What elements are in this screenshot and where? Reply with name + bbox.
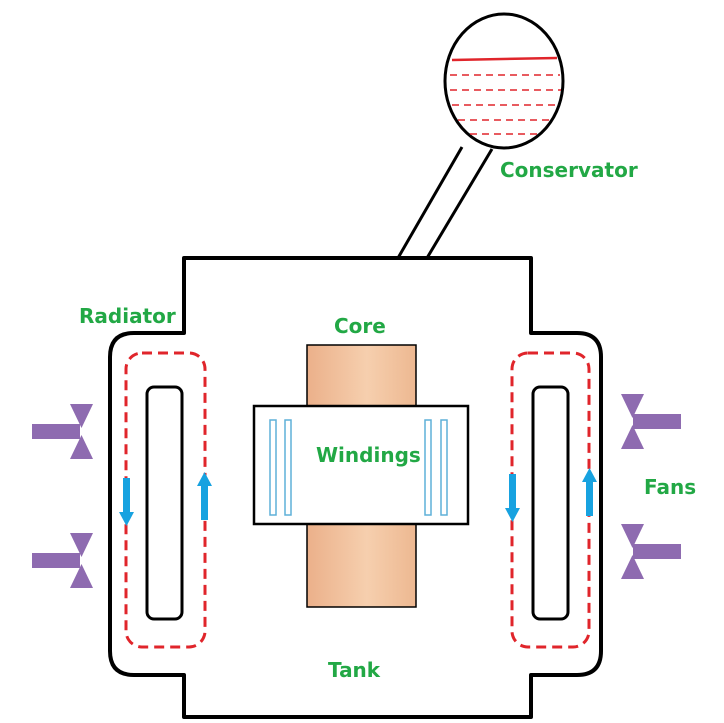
- fan-icon: [32, 533, 93, 588]
- down-arrow-icon: [505, 474, 520, 522]
- up-arrow-icon: [582, 468, 597, 516]
- conservator-pipe: [396, 146, 494, 259]
- radiator-slot-left: [145, 385, 184, 621]
- windings-label: Windings: [316, 443, 421, 467]
- tank-label: Tank: [328, 658, 381, 682]
- winding-stripes: [269, 419, 448, 516]
- fans-label: Fans: [644, 475, 697, 499]
- radiator-label: Radiator: [79, 304, 176, 328]
- down-arrow-icon: [119, 478, 134, 526]
- fan-icon: [32, 404, 93, 459]
- conservator-oil-level: [451, 56, 558, 62]
- windings-block: [252, 404, 470, 526]
- fan-icon: [621, 394, 681, 449]
- fan-icon: [621, 524, 681, 579]
- up-arrow-icon: [197, 472, 212, 520]
- radiator-slot-right: [531, 385, 570, 621]
- core-label: Core: [334, 314, 386, 338]
- conservator-vessel: [443, 12, 565, 150]
- conservator-label: Conservator: [500, 158, 638, 182]
